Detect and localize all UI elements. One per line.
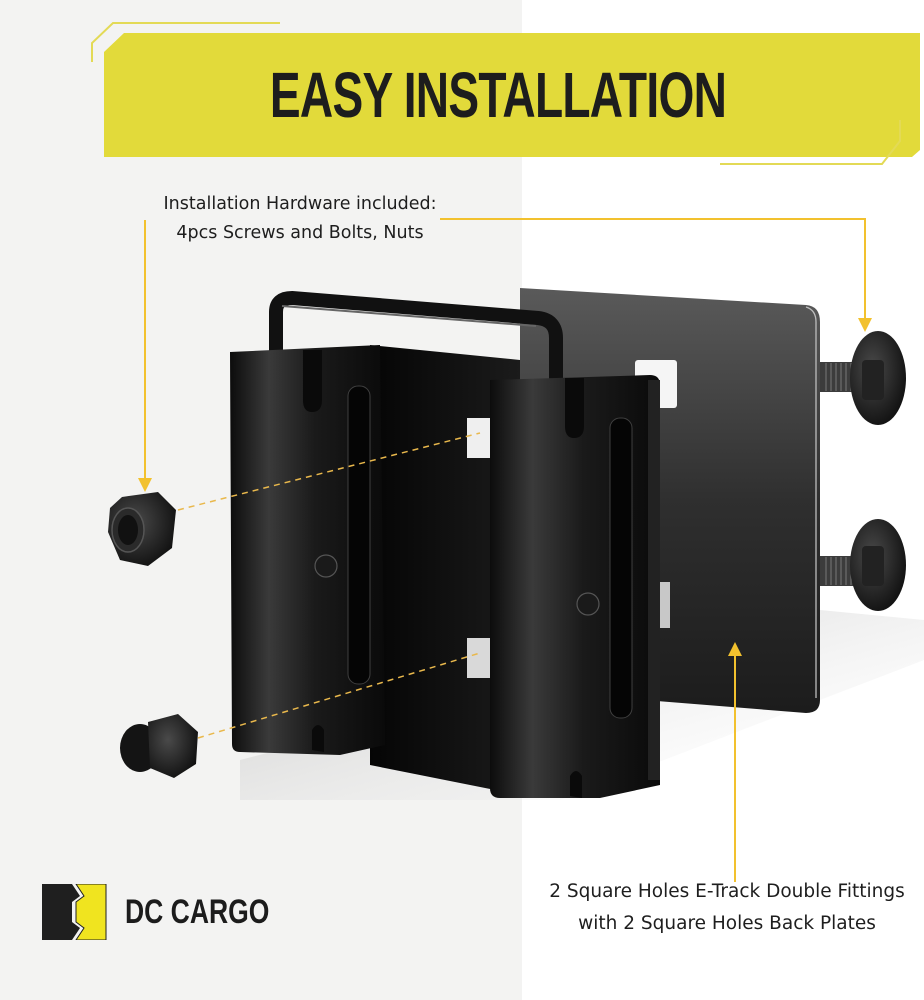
- brand-name: DC CARGO: [125, 893, 270, 931]
- banner-title: EASY INSTALLATION: [269, 59, 727, 131]
- arrow-to-bolt: [440, 218, 872, 332]
- arrow-to-back-plate: [728, 642, 742, 882]
- carriage-bolt-bottom: [820, 519, 906, 611]
- carriage-bolt-top: [820, 331, 906, 425]
- fitting-handle: [269, 291, 563, 385]
- arrow-to-nut: [138, 220, 152, 492]
- hardware-callout-line1: Installation Hardware included:: [163, 194, 437, 214]
- fittings-callout-line2: with 2 Square Holes Back Plates: [578, 913, 876, 934]
- hardware-callout: Installation Hardware included: 4pcs Scr…: [140, 190, 460, 248]
- guide-line-top: [177, 432, 481, 511]
- fitting-right-channel: [490, 375, 660, 798]
- banner-frame: [91, 22, 920, 165]
- acorn-cap-nut: [120, 714, 198, 778]
- fittings-callout-line1: 2 Square Holes E-Track Double Fittings: [549, 881, 905, 902]
- guide-line-bottom: [197, 652, 481, 739]
- hardware-callout-line2: 4pcs Screws and Bolts, Nuts: [176, 223, 424, 243]
- fitting-left-channel: [230, 345, 385, 755]
- dc-cargo-logo-icon: [42, 884, 107, 940]
- fittings-callout: 2 Square Holes E-Track Double Fittings w…: [538, 876, 916, 940]
- nylon-lock-nut: [108, 492, 176, 566]
